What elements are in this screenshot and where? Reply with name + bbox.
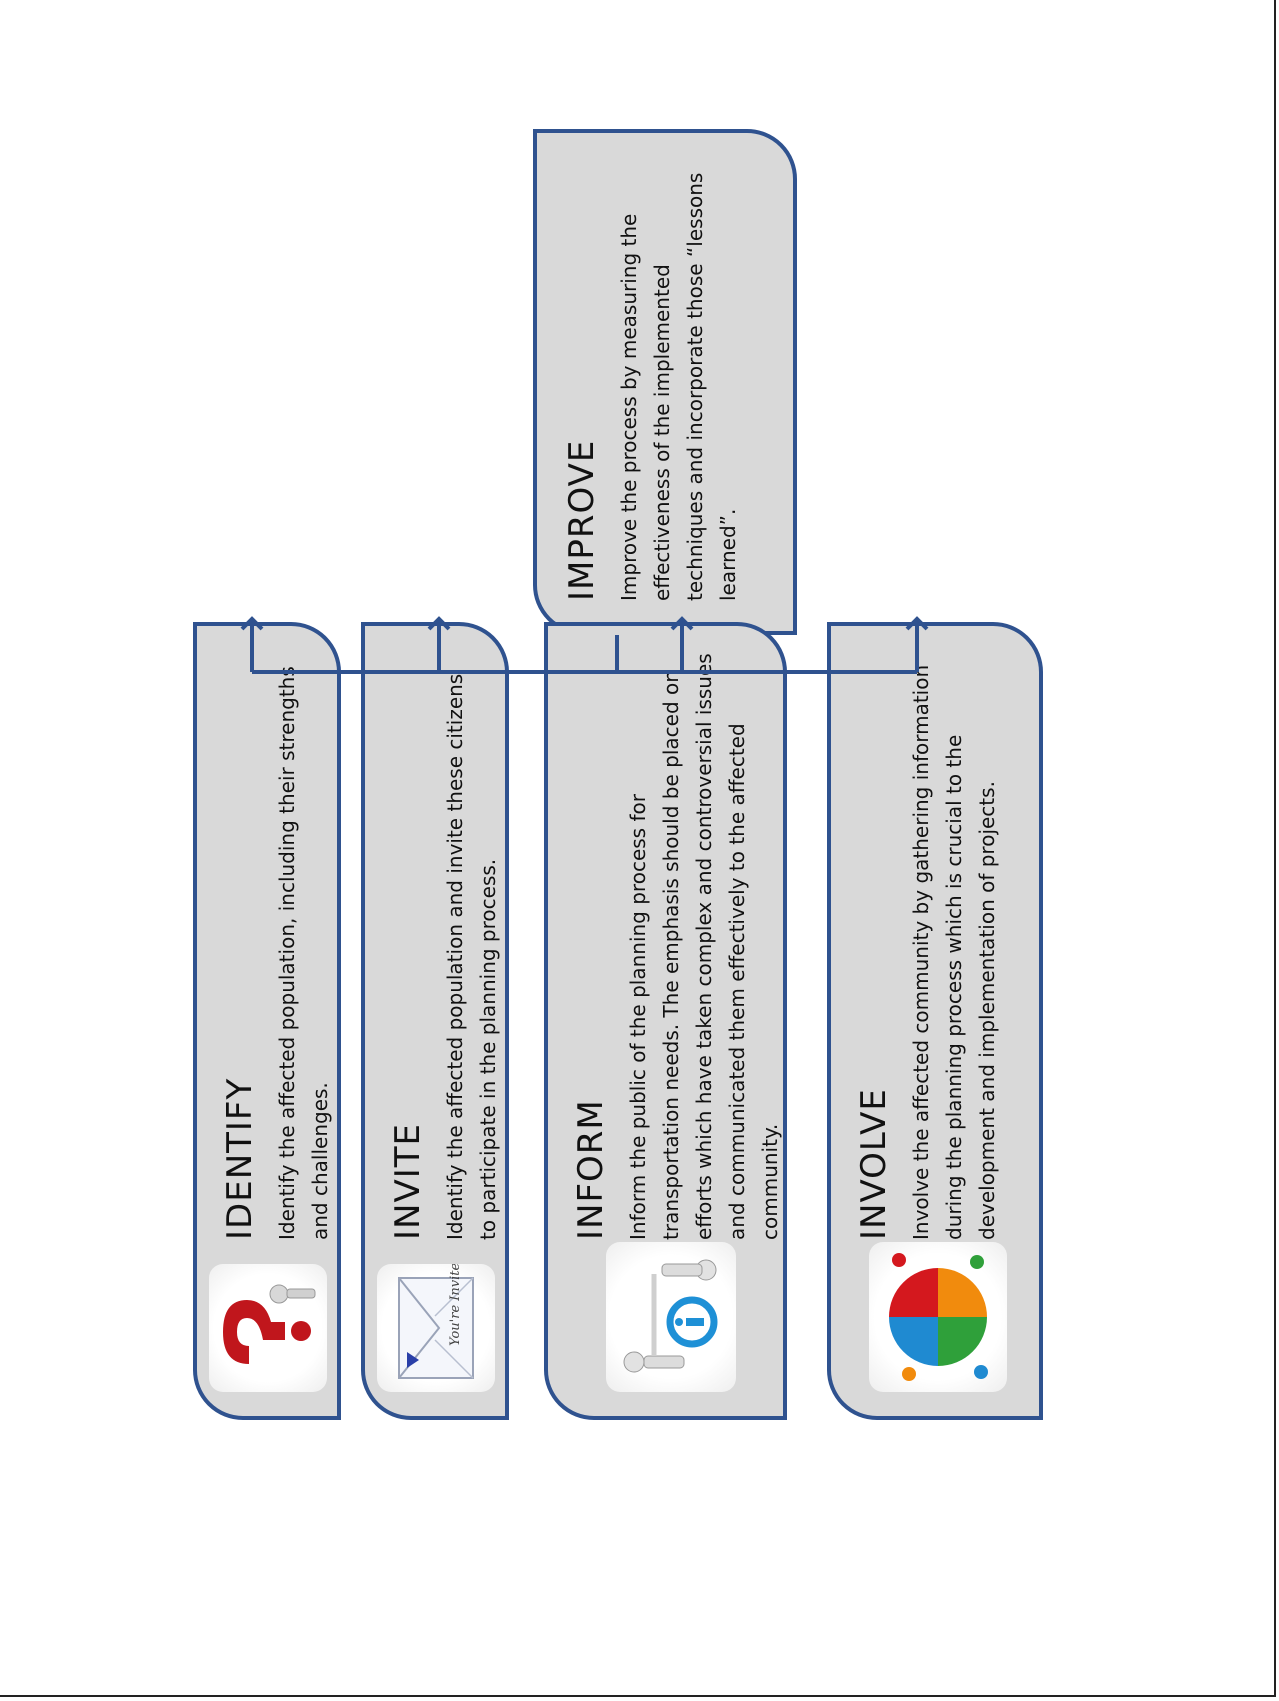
arrowhead-invite: [427, 616, 451, 631]
step-box-involve: INVOLVE Involve the affected community b…: [827, 622, 1043, 1420]
connector-tree: [240, 616, 929, 674]
invite-script-text: You're Invited: [448, 1264, 463, 1346]
diagram-rotated-layer: IMPROVE Improve the process by measuring…: [193, 129, 1043, 1420]
step-box-invite: You're Invited INVITE Identify the affec…: [361, 622, 509, 1420]
arrowhead-involve: [905, 616, 929, 631]
invitation-envelope-icon: You're Invited: [377, 1264, 495, 1392]
step-box-inform: INFORM Inform the public of the planning…: [544, 622, 787, 1420]
step-box-identify: IDENTIFY Identify the affected populatio…: [193, 622, 341, 1420]
arrowhead-inform: [670, 616, 694, 631]
arrowhead-identify: [240, 616, 264, 631]
question-mark-figure-icon: [209, 1264, 327, 1392]
puzzle-figures-icon: [869, 1242, 1007, 1392]
info-figures-icon: [606, 1242, 736, 1392]
